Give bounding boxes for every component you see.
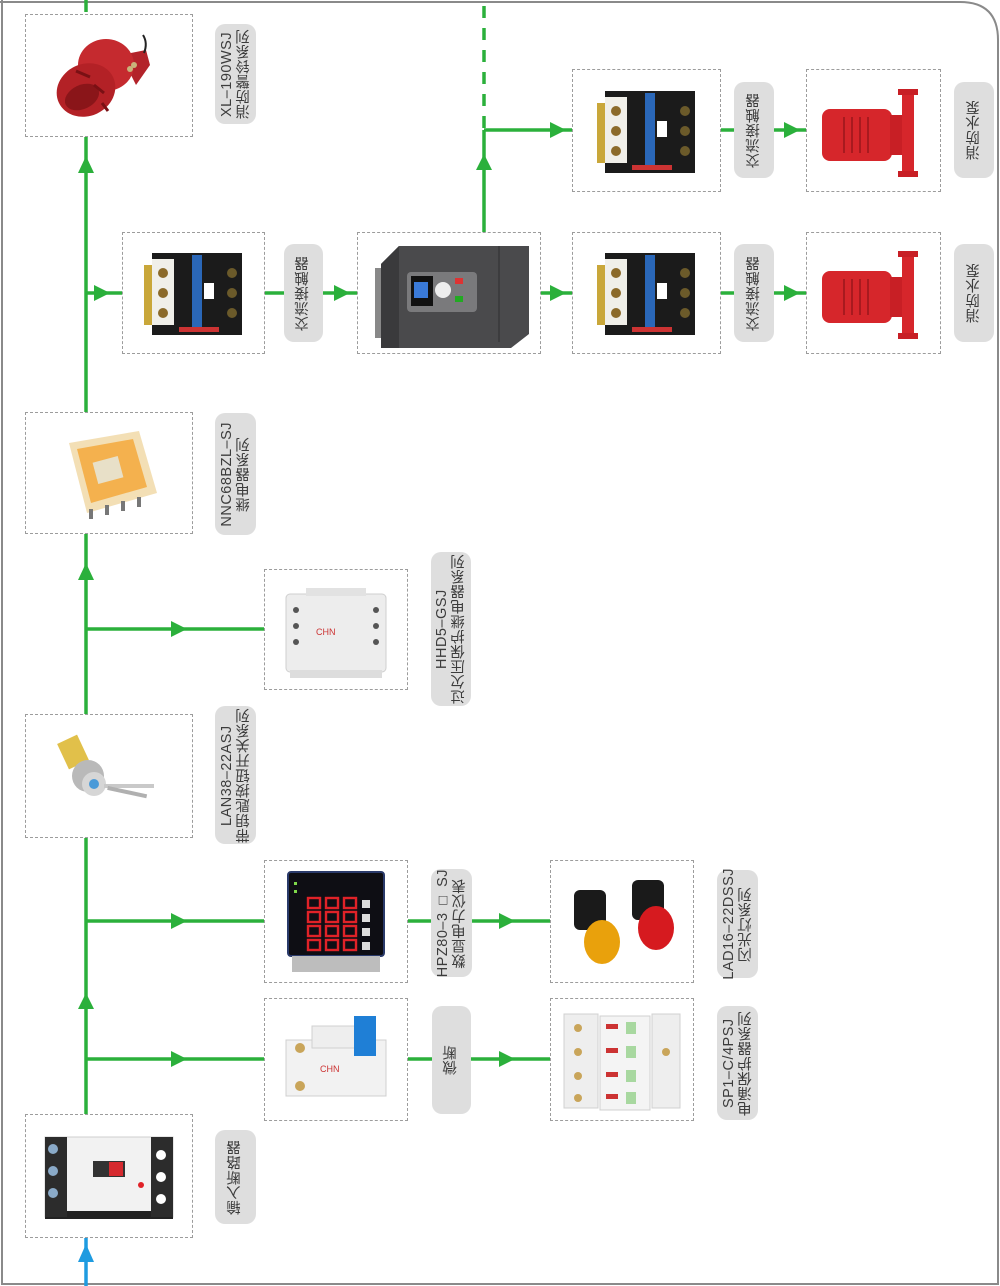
arrow-up-trunk-3 bbox=[78, 156, 94, 173]
surge-protector-icon bbox=[563, 1013, 681, 1110]
arrow-right-pump-1 bbox=[784, 285, 800, 301]
input-arrow bbox=[78, 1244, 94, 1262]
node-fire-pump-1 bbox=[806, 232, 941, 354]
node-contactor-1 bbox=[122, 232, 265, 354]
arrow-right-power-meter bbox=[171, 913, 187, 929]
node-key-switch bbox=[25, 714, 193, 838]
siren-icon bbox=[56, 34, 150, 117]
arrow-right-contactor-2 bbox=[550, 285, 566, 301]
node-flash-light bbox=[550, 860, 694, 983]
label-contactor-3: 交流接触器 bbox=[734, 82, 774, 178]
key-switch-icon bbox=[57, 734, 154, 799]
node-surge-protector bbox=[550, 998, 694, 1121]
inverter-icon bbox=[375, 246, 529, 348]
miniature-breaker-icon: CHN bbox=[285, 1015, 387, 1096]
label-contactor-1: 交流接触器 bbox=[284, 244, 323, 342]
power-meter-icon bbox=[287, 870, 385, 972]
label-micro-breaker: 微断 bbox=[432, 1006, 471, 1114]
molded-case-breaker-icon bbox=[44, 1136, 174, 1219]
arrow-right-pump-2 bbox=[784, 122, 800, 138]
label-contactor-2: 交流接触器 bbox=[734, 244, 774, 342]
contactor-icon bbox=[596, 90, 695, 173]
node-micro-breaker: CHN bbox=[264, 998, 408, 1121]
node-power-meter bbox=[264, 860, 408, 983]
label-fire-pump-1: 消防水泵 bbox=[954, 244, 994, 342]
arrow-right-contactor-3 bbox=[550, 122, 566, 138]
contactor-icon bbox=[143, 253, 242, 335]
label-input-breaker: 输入断路器 bbox=[215, 1130, 256, 1224]
pump-icon bbox=[821, 88, 918, 177]
arrow-right-contactor-1 bbox=[94, 285, 110, 301]
indicator-light-icon bbox=[574, 879, 674, 964]
relay-icon bbox=[69, 431, 157, 519]
arrow-right-surge bbox=[499, 1051, 515, 1067]
svg-text:CHN: CHN bbox=[320, 1064, 340, 1074]
arrow-right-flash-light bbox=[499, 913, 515, 929]
node-contactor-3 bbox=[572, 69, 721, 192]
arrow-up-trunk-2 bbox=[78, 563, 94, 580]
label-fire-pump-2: 消防水泵 bbox=[954, 82, 994, 178]
node-fire-pump-2 bbox=[806, 69, 941, 192]
node-input-breaker bbox=[25, 1114, 193, 1238]
arrow-up-bypass bbox=[476, 154, 492, 170]
contactor-icon bbox=[596, 253, 695, 335]
node-relay bbox=[25, 412, 193, 534]
node-alarm-bell bbox=[25, 14, 193, 137]
arrow-right-micro-breaker bbox=[171, 1051, 187, 1067]
node-voltage-relay: CHN bbox=[264, 569, 408, 690]
arrow-right-inverter bbox=[334, 285, 350, 301]
svg-text:CHN: CHN bbox=[316, 627, 336, 637]
arrow-up-trunk-1 bbox=[78, 993, 94, 1009]
voltage-relay-icon: CHN bbox=[285, 587, 387, 678]
arrow-right-voltage-relay bbox=[171, 621, 187, 637]
node-inverter bbox=[357, 232, 541, 354]
pump-icon bbox=[821, 251, 918, 339]
node-contactor-2 bbox=[572, 232, 721, 354]
